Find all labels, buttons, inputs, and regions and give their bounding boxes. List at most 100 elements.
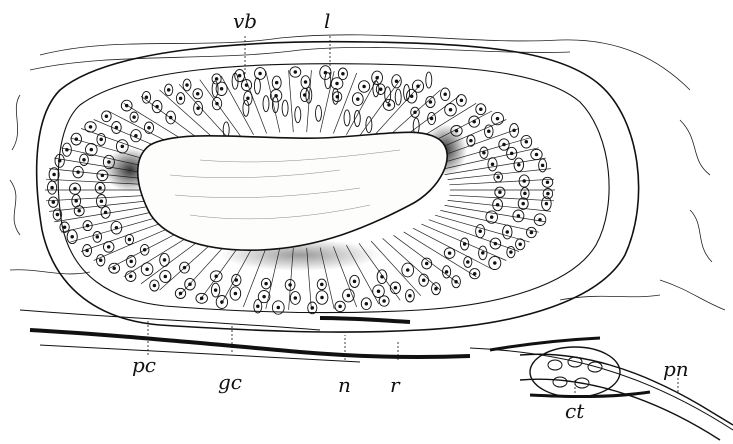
nucleolus	[353, 280, 356, 283]
label-n: n	[338, 373, 351, 397]
nucleolus	[51, 186, 54, 189]
nucleolus	[503, 143, 506, 146]
nucleolus	[429, 101, 432, 104]
nucleolus	[383, 300, 386, 303]
nucleolus	[89, 126, 92, 129]
nucleolus	[483, 151, 486, 154]
nucleolus	[523, 180, 526, 183]
nucleolus	[75, 200, 78, 203]
nucleolus	[547, 192, 550, 195]
nucleolus	[108, 161, 111, 164]
nucleolus	[96, 236, 99, 239]
nucleolus	[83, 159, 86, 162]
nucleolus	[444, 93, 447, 96]
lumen	[138, 132, 447, 250]
nucleolus	[467, 261, 470, 264]
nucleolus	[545, 202, 548, 205]
elongated-cell	[344, 110, 350, 126]
nucleolus	[86, 249, 89, 252]
elongated-cell	[263, 96, 269, 112]
nucleolus	[488, 130, 491, 133]
nucleolus	[409, 295, 412, 298]
nucleolus	[499, 191, 502, 194]
nucleolus	[52, 201, 55, 204]
elongated-cell	[316, 105, 322, 121]
nucleolus	[463, 243, 466, 246]
label-pc: pc	[132, 353, 156, 377]
nucleolus	[179, 97, 182, 100]
nucleolus	[473, 272, 476, 275]
cell-column	[435, 215, 530, 242]
nucleolus	[311, 307, 314, 310]
nucleolus	[494, 242, 497, 245]
nucleolus	[480, 108, 483, 111]
cell-column	[445, 205, 546, 222]
nucleolus	[220, 88, 223, 91]
nucleolus	[363, 85, 366, 88]
nucleolus	[524, 192, 527, 195]
nucleolus	[435, 287, 438, 290]
nucleolus	[422, 279, 425, 282]
nucleolus	[455, 280, 458, 283]
nucleolus	[169, 116, 172, 119]
elongated-cell	[243, 100, 249, 116]
nucleolus	[277, 306, 280, 309]
nucleolus	[535, 153, 538, 156]
nucleolus	[304, 81, 307, 84]
nucleolus	[491, 163, 494, 166]
nucleolus	[376, 77, 379, 80]
nucleolus	[90, 148, 93, 151]
nucleolus	[510, 152, 513, 155]
nucleolus	[289, 284, 292, 287]
nucleolus	[541, 164, 544, 167]
nucleolus	[377, 290, 380, 293]
nucleolus	[339, 305, 342, 308]
nucleolus	[479, 230, 482, 233]
elongated-cell	[366, 117, 372, 133]
nucleolus	[107, 246, 110, 249]
nucleolus	[221, 301, 224, 304]
nucleolus	[525, 140, 528, 143]
nucleolus	[74, 187, 77, 190]
label-l: l	[324, 9, 330, 33]
nucleolus	[145, 96, 148, 99]
label-gc: gc	[218, 370, 242, 394]
nucleolus	[473, 120, 476, 123]
nucleolus	[245, 84, 248, 87]
cell-column	[289, 70, 294, 132]
nucleolus	[197, 107, 200, 110]
elongated-cell	[295, 107, 301, 123]
nucleolus	[496, 117, 499, 120]
nucleolus	[99, 187, 102, 190]
nucleolus	[189, 283, 192, 286]
elongated-cell	[395, 89, 401, 105]
nucleolus	[410, 95, 413, 98]
nucleolus	[506, 231, 509, 234]
nucleolus	[148, 126, 151, 129]
nucleolus	[519, 243, 522, 246]
nucleolus	[99, 259, 102, 262]
nucleolus	[321, 283, 324, 286]
nucleolus	[53, 173, 56, 176]
nucleolus	[494, 262, 497, 265]
nucleolus	[449, 108, 452, 111]
elongated-cell	[385, 87, 391, 103]
nucleolus	[234, 292, 237, 295]
nucleolus	[395, 80, 398, 83]
nucleolus	[497, 176, 500, 179]
nucleolus	[448, 252, 451, 255]
nucleolus	[263, 295, 266, 298]
nucleolus	[200, 297, 203, 300]
nucleolus	[455, 130, 458, 133]
elongated-cell	[325, 73, 331, 89]
nucleolus	[75, 138, 78, 141]
nucleolus	[518, 164, 521, 167]
nucleolus	[164, 275, 167, 278]
nucleolus	[179, 292, 182, 295]
nucleolus	[294, 71, 297, 74]
nucleolus	[186, 84, 189, 87]
cell-column	[346, 76, 378, 135]
cell-column	[449, 195, 554, 201]
elongated-cell	[426, 72, 432, 88]
nucleolus	[105, 115, 108, 118]
